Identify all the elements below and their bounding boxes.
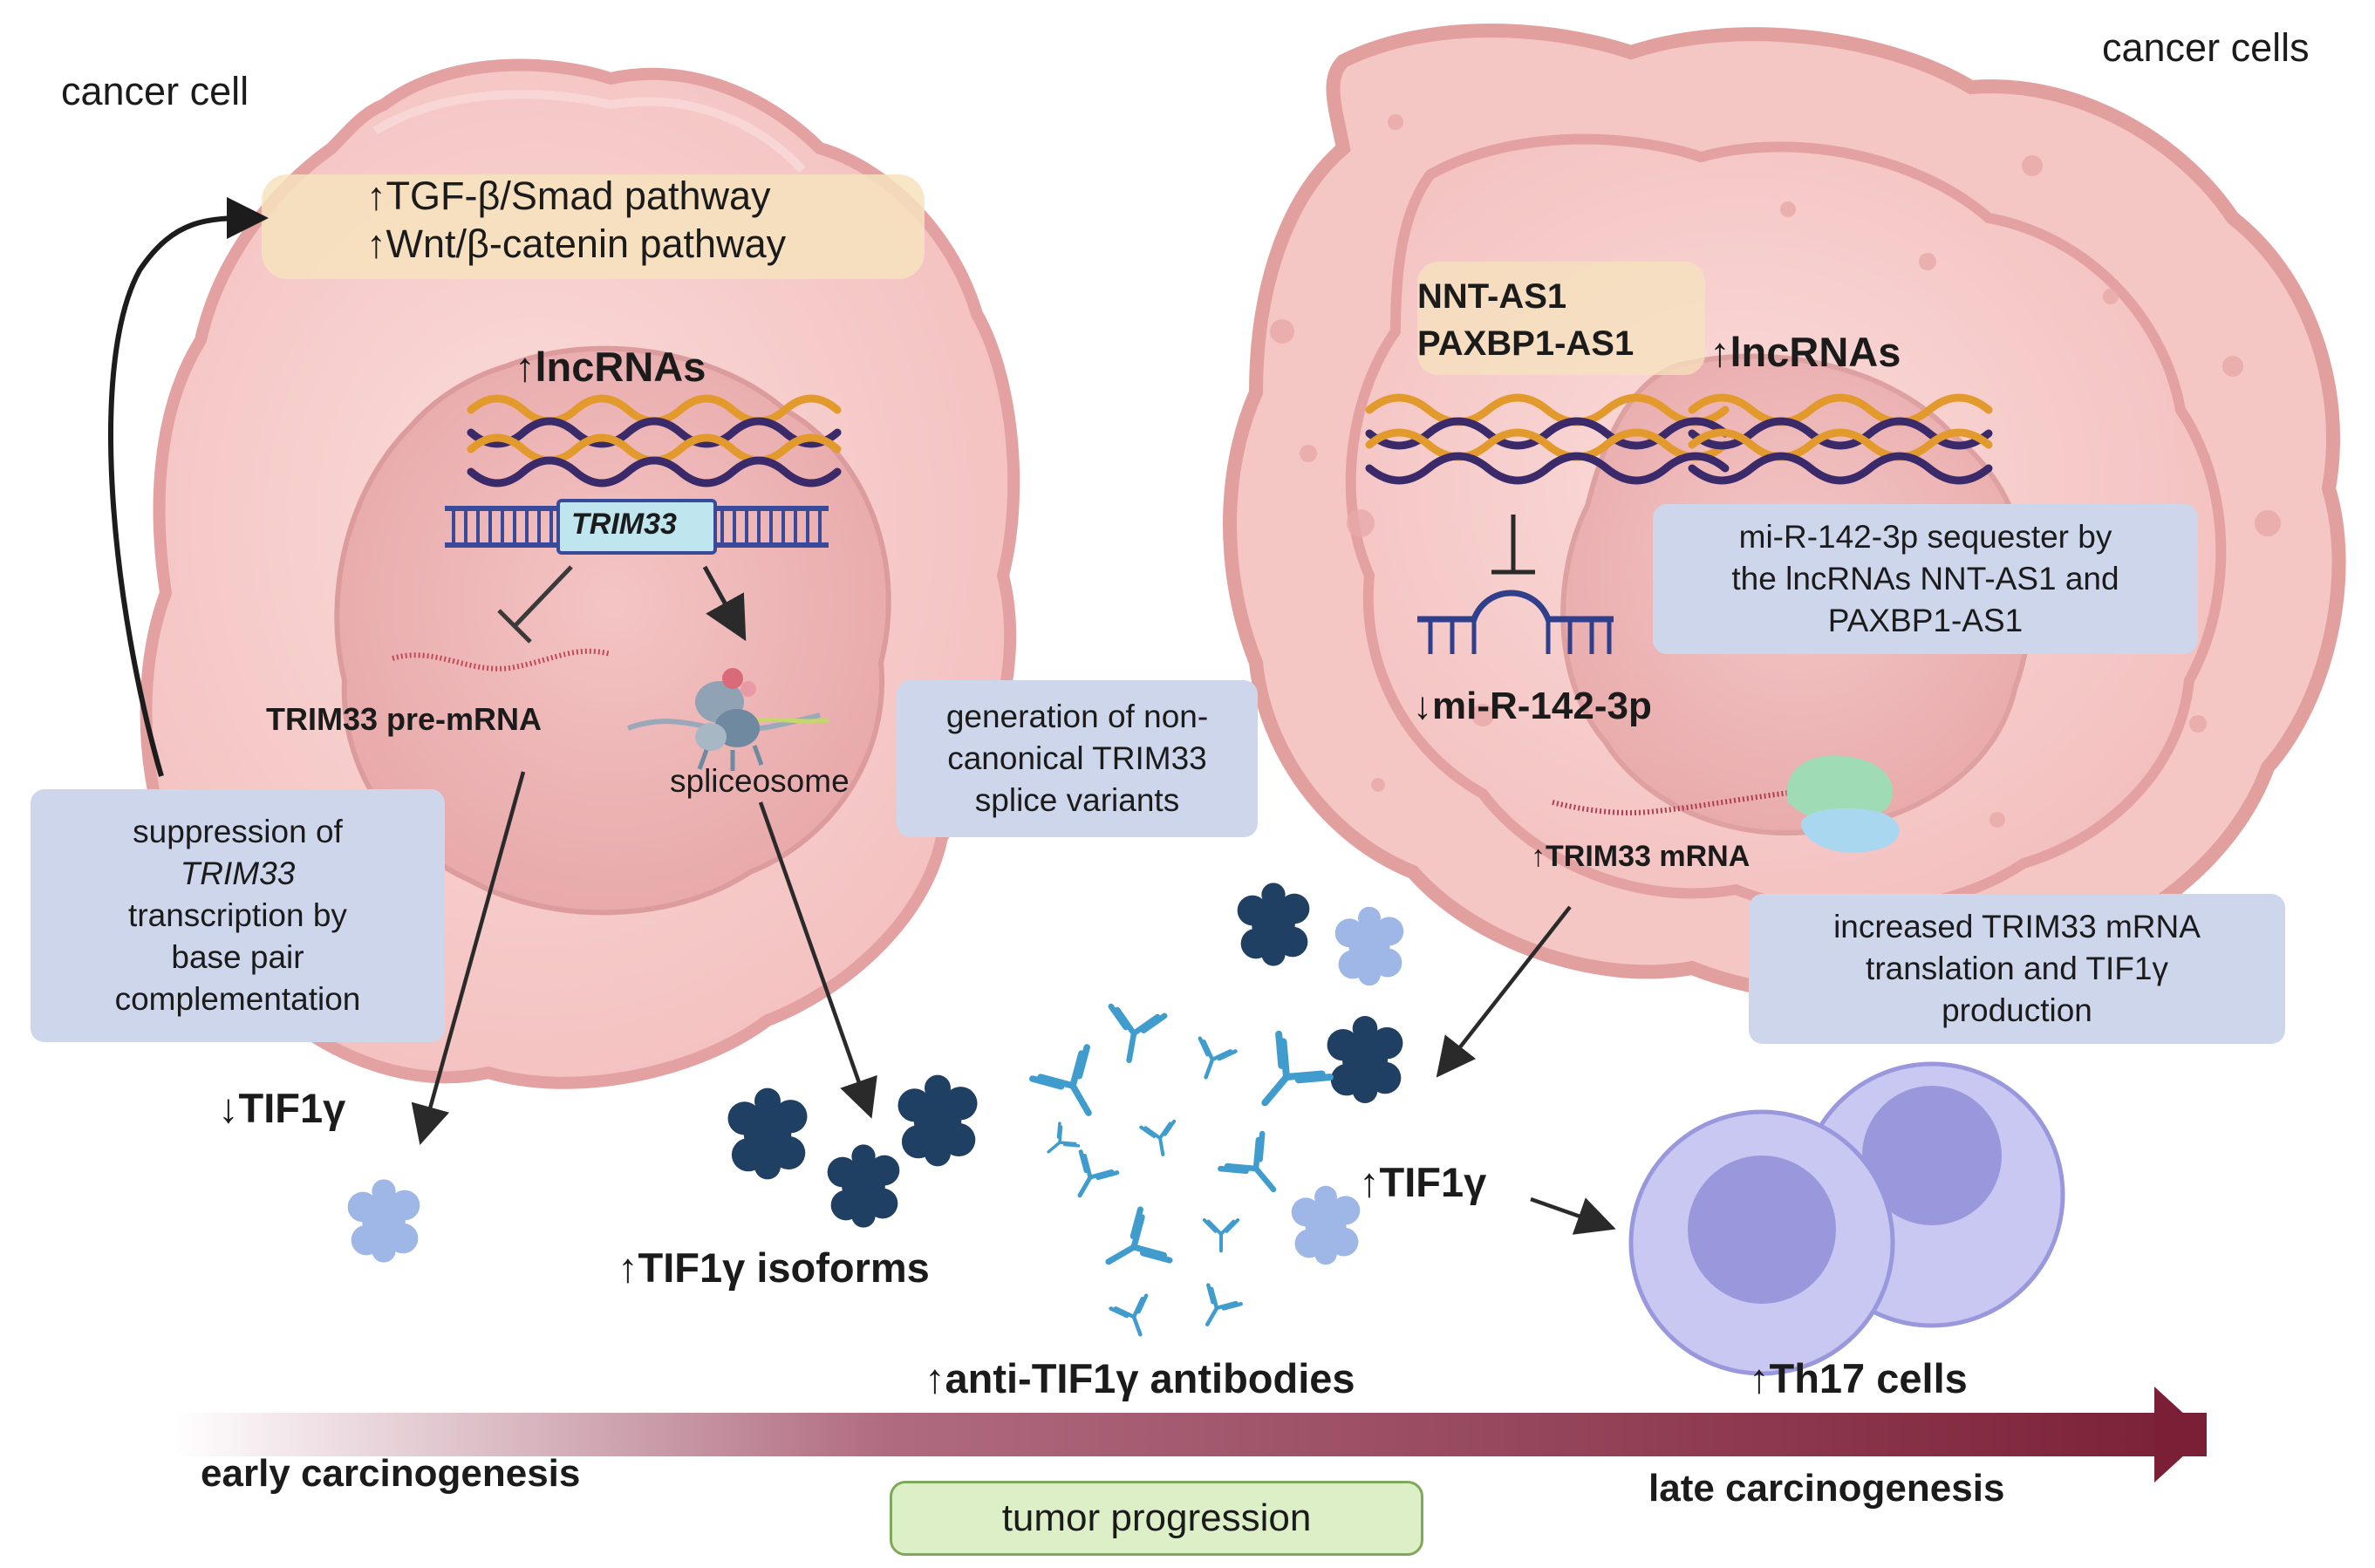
trim33-gene-dna [445,499,829,555]
premrna-strand [392,648,611,672]
cancer-cells-label: cancer cells [2102,25,2310,70]
inhibition-line-premrna [513,565,573,628]
protein-tif1g-light [1291,1185,1361,1265]
arrow-to-isoforms [758,801,877,1119]
antibody [1109,1293,1149,1337]
anti-tif1g-antibodies-label: ↑anti-TIF1γ antibodies [925,1355,1355,1401]
th17-cells [1628,1061,2065,1376]
feedback-arrow [108,197,269,777]
trim33-mrna-strand [1552,789,1798,815]
tif1g-isoforms-label: ↑TIF1γ isoforms [618,1244,930,1291]
tif1g-down-label: ↓TIF1γ [218,1085,346,1131]
suppression-line-4: base pair [171,939,304,976]
protein-clusters [347,883,1404,1265]
suppression-line-1: suppression of [133,813,343,849]
generation-info-box: generation of non- canonical TRIM33 spli… [897,680,1258,837]
protein-isoform [827,1144,900,1228]
sequester-line-2: the lncRNAs NNT-AS1 and [1731,560,2119,597]
th17-cells-label: ↑Th17 cells [1749,1355,1968,1401]
antibody [1218,1130,1277,1193]
suppression-info-box: suppression of TRIM33 transcription by b… [31,789,445,1042]
spliceosome-complex [626,668,829,771]
protein-isoform [727,1087,808,1180]
suppression-line-3: transcription by [128,896,347,933]
tumor-progression-pill: tumor progression [890,1481,1423,1556]
antibody [1108,1003,1168,1063]
antibody [1077,1149,1120,1198]
translation-line-3: production [1942,992,2092,1029]
wnt-pathway-label: ↑Wnt/β-catenin pathway [366,222,787,266]
translation-line-1: increased TRIM33 mRNA [1833,908,2201,944]
spliceosome-label: spliceosome [670,763,850,799]
generation-line-1: generation of non- [945,698,1209,734]
antibody [1139,1119,1177,1156]
protein-tif1g-low [347,1179,420,1263]
antibody [1105,1206,1173,1265]
translation-line-2: translation and TIF1γ [1866,950,2168,986]
generation-line-3: splice variants [974,782,1180,819]
mir-down-label: ↓mi-R-142-3p [1413,685,1652,727]
antibody [1202,1217,1240,1253]
trim33-mrna-label: ↑TRIM33 mRNA [1531,840,1751,873]
arrow-to-spliceosome [702,565,747,642]
arrow-to-tif1g-down [411,771,526,1146]
trim33-gene-label: TRIM33 [571,508,677,541]
lncrnas-left-label: ↑lncRNAs [515,344,706,390]
arrow-from-mrna [1436,905,1572,1078]
cancer-cell-label: cancer cell [61,69,249,113]
late-carcinogenesis-label: late carcinogenesis [1648,1467,2005,1510]
suppression-line-5: complementation [114,981,361,1018]
protein-tif1g [1237,883,1310,966]
tif1g-up-label: ↑TIF1γ [1359,1159,1487,1205]
antibody [1198,1036,1238,1080]
ribosome [1786,755,1900,853]
lncrnas-right-label: ↑lncRNAs [1710,329,1901,375]
tgf-pathway-label: ↑TGF-β/Smad pathway [366,174,771,218]
paxbp1-as1-label: PAXBP1-AS1 [1417,324,1635,363]
lncrna-strands-right [1365,393,1993,485]
antibody [1047,1121,1081,1154]
antibody [1261,1030,1334,1107]
sequester-info-box: mi-R-142-3p sequester by the lncRNAs NNT… [1653,504,2198,654]
suppression-line-2: TRIM33 [180,855,296,891]
mirna-hairpin [1417,590,1614,654]
arrow-to-th17 [1530,1196,1616,1235]
protein-tif1g-light [1334,906,1404,986]
translation-info-box: increased TRIM33 mRNA translation and TI… [1749,894,2285,1044]
antibody [1029,1044,1092,1116]
antibody-cluster [1029,1003,1334,1337]
protein-isoform [897,1074,978,1167]
sequester-line-1: mi-R-142-3p sequester by [1738,518,2112,555]
sequester-line-3: PAXBP1-AS1 [1827,603,2024,639]
trim33-premrna-label: TRIM33 pre-mRNA [266,701,543,737]
early-carcinogenesis-label: early carcinogenesis [201,1452,581,1495]
nnt-as1-label: NNT-AS1 [1417,277,1567,316]
generation-line-2: canonical TRIM33 [947,740,1207,776]
antibody [1205,1283,1243,1326]
progression-arrow [174,1387,2207,1483]
protein-tif1g [1327,1015,1403,1104]
lncrna-strands-left [467,394,842,487]
